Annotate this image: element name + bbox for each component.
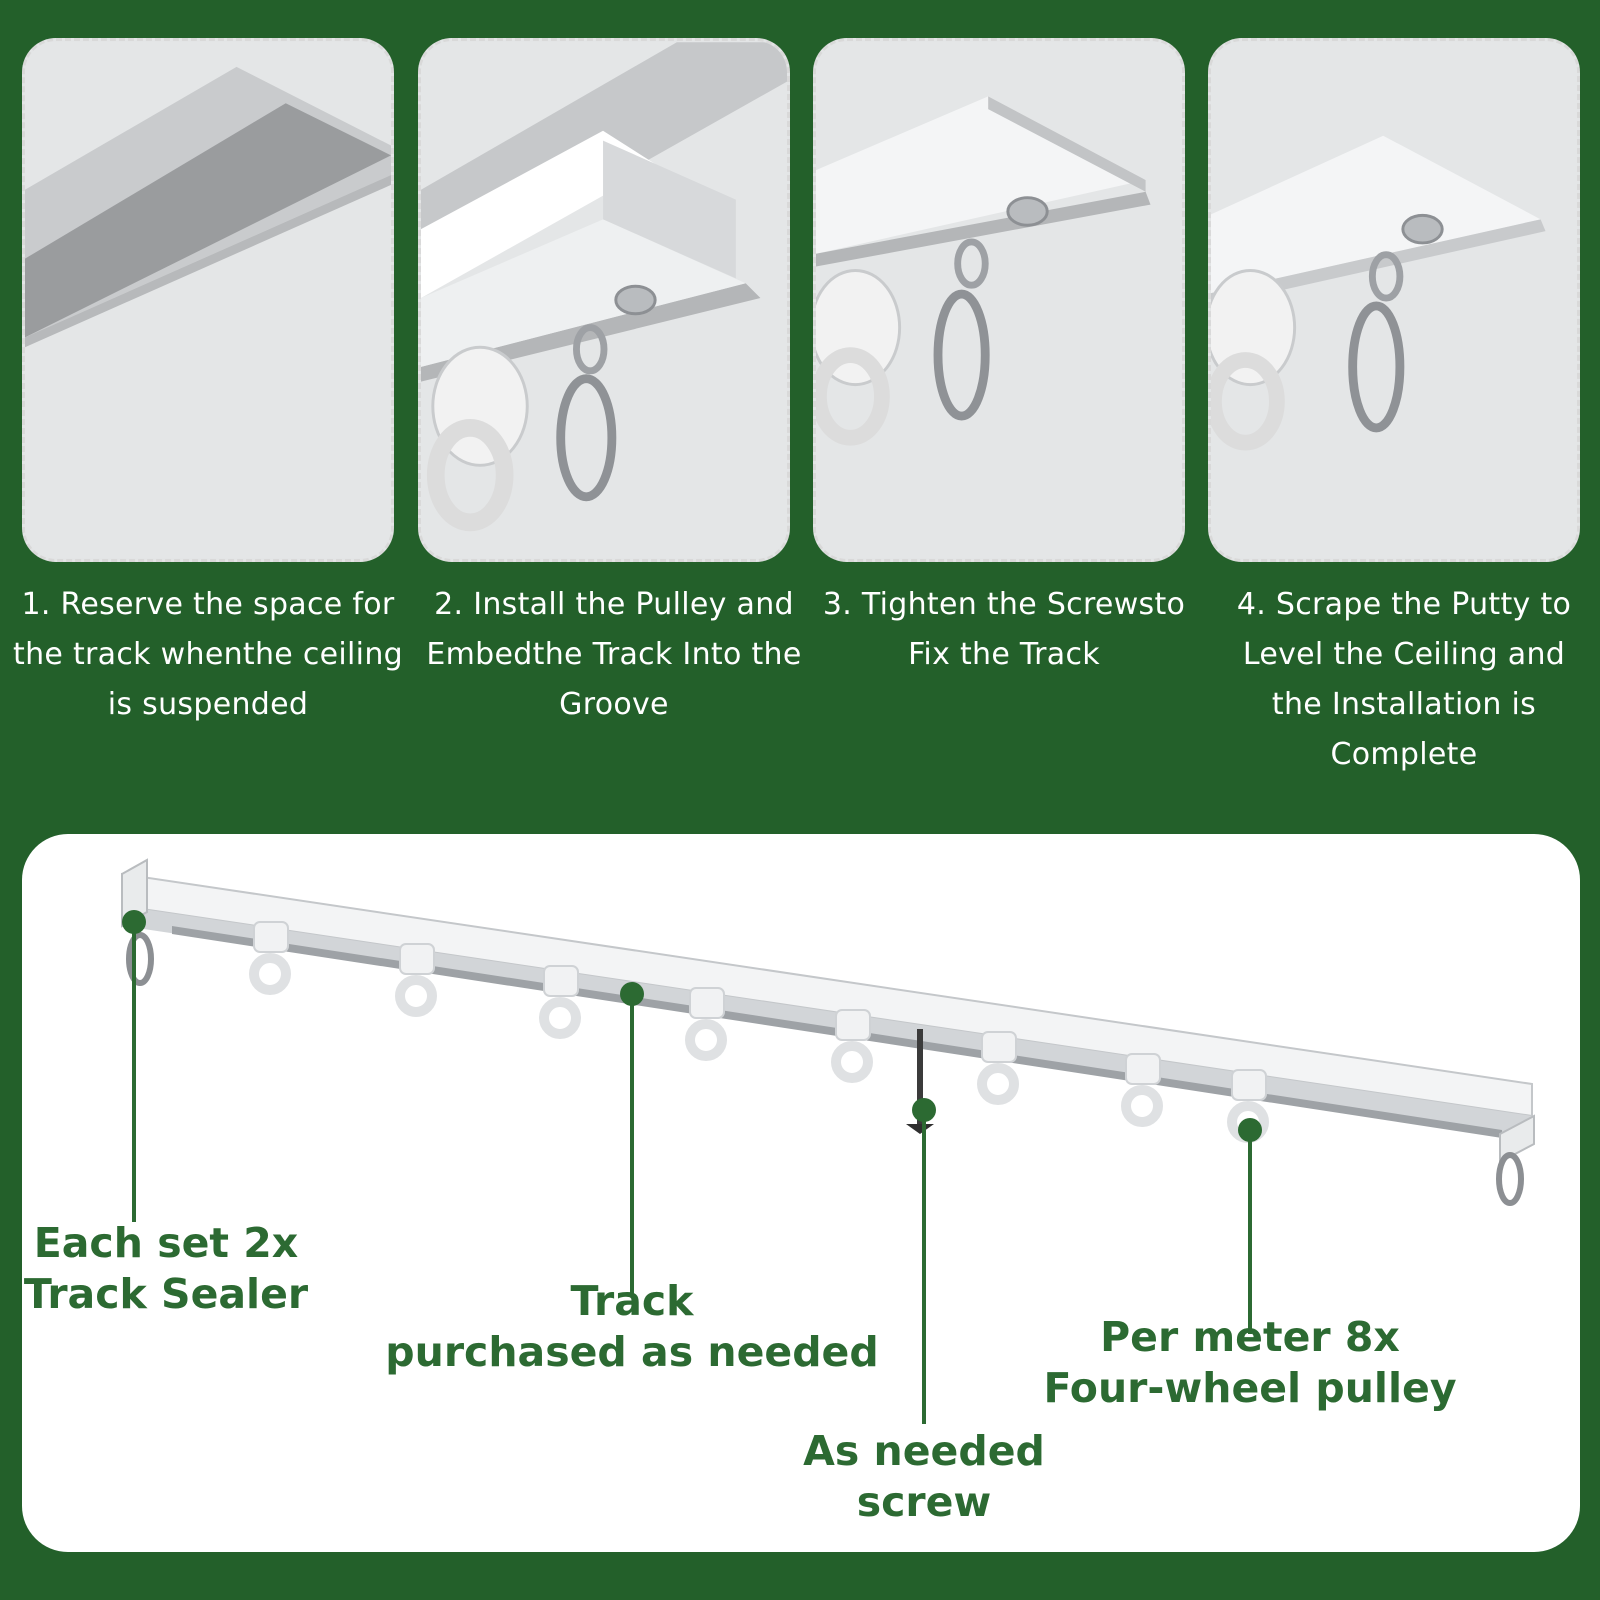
caption-line: 2. Install the Pulley and [434,587,794,622]
screw-head [906,1124,934,1134]
leader-lines [132,922,1252,1424]
left-sealer [121,858,148,928]
step-3-caption: 3. Tighten the Screwsto Fix the Track [802,580,1206,680]
caption-line: 4. Scrape the Putty to [1236,587,1572,622]
parts-panel: Each set 2x Track Sealer Track purchased… [22,834,1580,1552]
ceiling-groove-illustration [25,42,391,558]
pulley-mount [253,921,1267,1101]
caption-line: is suspended [107,687,309,722]
caption-line: Complete [1330,737,1478,772]
step-2-image [418,38,790,562]
caption-line: Level the Ceiling and [1242,637,1566,672]
pulley [249,953,1269,1143]
step-1-caption: 1. Reserve the space for the track whent… [6,580,410,730]
step-3-image [813,38,1185,562]
caption-line: 3. Tighten the Screwsto [822,587,1186,622]
label-pulley: Per meter 8x Four-wheel pulley [1043,1313,1457,1412]
screw-tighten-illustration [816,42,1182,558]
track-kit-diagram [121,858,1535,1424]
caption-line: 1. Reserve the space for [21,587,395,622]
caption-line: Groove [559,687,669,722]
caption-line: Embedthe Track Into the [426,637,802,672]
right-sealer-ring [1496,1152,1524,1206]
label-track: Track purchased as needed [385,1277,879,1376]
step-4-caption: 4. Scrape the Putty to Level the Ceiling… [1202,580,1600,780]
right-sealer [1499,1114,1535,1164]
track-underside [122,906,1532,1134]
caption-line: the track whenthe ceiling [13,637,403,672]
step-4-image [1208,38,1580,562]
pulley-install-illustration [421,42,787,558]
caption-line: the Installation is [1271,687,1537,722]
left-sealer-ring [126,932,154,986]
label-screw: As needed screw [803,1427,1045,1526]
step-2-caption: 2. Install the Pulley and Embedthe Track… [412,580,816,730]
finished-ceiling-illustration [1211,42,1577,558]
caption-line: Fix the Track [908,637,1100,672]
leader-dots [122,910,1262,1142]
label-track-sealer: Each set 2x Track Sealer [23,1219,309,1318]
track-body [121,872,1533,1118]
step-1-image [22,38,394,562]
